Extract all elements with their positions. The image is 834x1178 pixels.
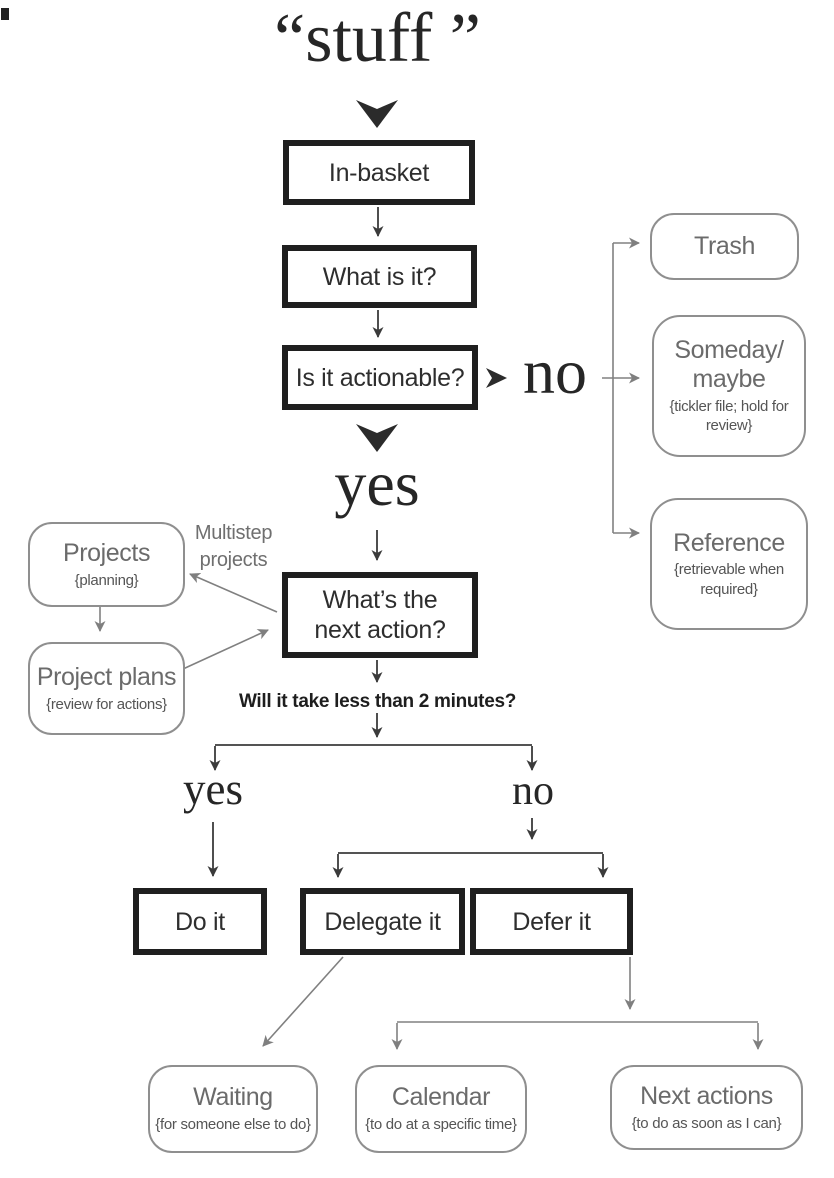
bucket-someday-subtitle: {tickler file; hold for review} bbox=[669, 397, 789, 435]
node-delegate-it-label: Delegate it bbox=[324, 907, 441, 936]
bucket-waiting-subtitle: {for someone else to do} bbox=[155, 1116, 311, 1134]
node-what-is-it-label: What is it? bbox=[322, 262, 437, 291]
two-minutes-question: Will it take less than 2 minutes? bbox=[238, 691, 517, 712]
bucket-project-plans-title: Project plans bbox=[36, 662, 177, 691]
yes-label-2min: yes bbox=[183, 764, 243, 814]
node-defer-it-label: Defer it bbox=[512, 907, 591, 936]
node-is-it-actionable-label: Is it actionable? bbox=[295, 363, 465, 392]
node-what-is-it: What is it? bbox=[282, 245, 477, 308]
no-label-actionable: no bbox=[523, 336, 587, 407]
node-whats-next-action: What’s the next action? bbox=[282, 572, 478, 658]
bucket-next-actions: Next actions {to do as soon as I can} bbox=[610, 1065, 803, 1150]
node-defer-it: Defer it bbox=[470, 888, 633, 955]
bucket-calendar-title: Calendar bbox=[391, 1083, 491, 1112]
bucket-reference: Reference {retrievable when required} bbox=[650, 498, 808, 630]
bucket-project-plans-subtitle: {review for actions} bbox=[46, 695, 167, 713]
arrow-nextaction-to-projects bbox=[189, 572, 278, 613]
chevron-right-no-icon bbox=[486, 368, 507, 388]
node-whats-next-action-line1: What’s the bbox=[322, 586, 438, 614]
node-in-basket: In-basket bbox=[283, 140, 475, 205]
bucket-next-actions-subtitle: {to do as soon as I can} bbox=[631, 1114, 782, 1132]
multistep-projects-label: Multistep projects bbox=[186, 520, 281, 574]
node-is-it-actionable: Is it actionable? bbox=[282, 345, 478, 410]
scan-artifact-mark bbox=[1, 8, 9, 20]
bucket-reference-title: Reference bbox=[673, 528, 785, 557]
multistep-line2: projects bbox=[199, 549, 268, 571]
yes-label-actionable: yes bbox=[334, 448, 420, 519]
no-label-2min: no bbox=[512, 768, 554, 814]
node-in-basket-label: In-basket bbox=[328, 158, 430, 187]
node-do-it-label: Do it bbox=[175, 907, 225, 936]
bucket-calendar: Calendar {to do at a specific time} bbox=[355, 1065, 527, 1153]
stuff-title: “stuff ” bbox=[274, 0, 481, 77]
node-delegate-it: Delegate it bbox=[300, 888, 465, 955]
bucket-waiting: Waiting {for someone else to do} bbox=[148, 1065, 318, 1153]
bucket-calendar-subtitle: {to do at a specific time} bbox=[365, 1116, 517, 1134]
bucket-projects-title: Projects bbox=[62, 538, 151, 567]
bucket-waiting-title: Waiting bbox=[193, 1083, 273, 1112]
bucket-trash: Trash bbox=[650, 213, 799, 280]
node-do-it: Do it bbox=[133, 888, 267, 955]
chevron-down-stuff-icon bbox=[356, 100, 398, 128]
bucket-someday-title-line1: Someday/ bbox=[674, 336, 784, 365]
bucket-someday-maybe: Someday/ maybe {tickler file; hold for r… bbox=[652, 315, 806, 457]
node-whats-next-action-line2: next action? bbox=[314, 616, 446, 644]
bucket-someday-title-line2: maybe bbox=[692, 365, 766, 393]
chevron-down-yes-icon bbox=[356, 424, 398, 452]
bucket-projects-subtitle: {planning} bbox=[74, 571, 139, 589]
bucket-project-plans: Project plans {review for actions} bbox=[28, 642, 185, 735]
bucket-reference-subtitle: {retrievable when required} bbox=[674, 561, 784, 598]
multistep-line1: Multistep bbox=[194, 522, 273, 544]
bucket-next-actions-title: Next actions bbox=[640, 1081, 773, 1110]
bucket-projects: Projects {planning} bbox=[28, 522, 185, 607]
arrow-projectplans-to-nextaction bbox=[182, 629, 269, 670]
arrow-delegate-to-waiting bbox=[262, 956, 344, 1047]
bucket-trash-title: Trash bbox=[694, 232, 755, 261]
